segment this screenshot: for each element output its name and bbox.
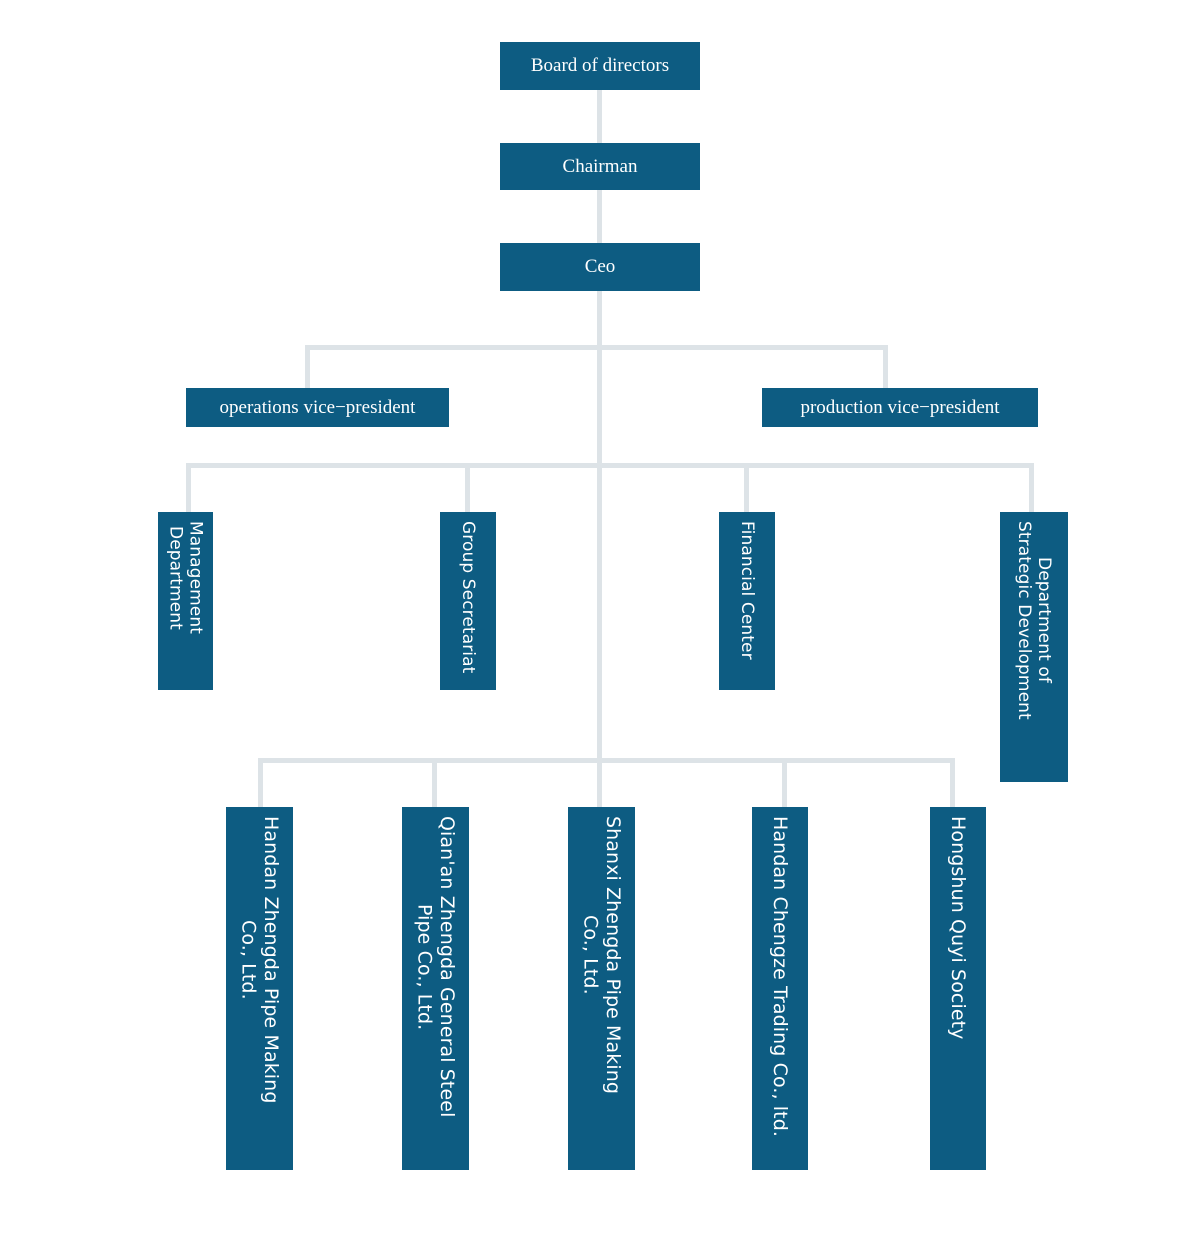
connector-drop-prod-vp (883, 345, 888, 388)
node-financial-center[interactable]: Financial Center (719, 512, 775, 690)
node-label: Qian'an Zhengda General Steel Pipe Co., … (413, 816, 458, 1118)
connector-ceo-trunk (597, 291, 602, 763)
node-label: Group Secretariat (458, 521, 479, 674)
node-operations-vice-president[interactable]: operations vice−president (186, 388, 449, 427)
node-handan-chengze-trading[interactable]: Handan Chengze Trading Co., ltd. (752, 807, 808, 1170)
node-department-of-strategic-development[interactable]: Department of Strategic Development (1000, 512, 1068, 782)
connector-drop-group-secretariat (465, 463, 470, 512)
node-qianan-zhengda-general-steel-pipe[interactable]: Qian'an Zhengda General Steel Pipe Co., … (402, 807, 469, 1170)
node-label: Ceo (584, 256, 616, 278)
node-label: Chairman (562, 155, 638, 177)
connector-drop-strategic-development (1029, 463, 1034, 512)
connector-board-to-chairman (597, 90, 602, 143)
node-label: Board of directors (530, 55, 670, 77)
node-label: Department of Strategic Development (1014, 521, 1055, 720)
connector-subsidiary-bus (258, 758, 955, 763)
node-hongshun-quyi-society[interactable]: Hongshun Quyi Society (930, 807, 986, 1170)
connector-vp-bus (305, 345, 888, 350)
connector-department-bus (186, 463, 1034, 468)
node-label: Handan Zhengda Pipe Making Co., Ltd. (237, 816, 282, 1104)
connector-drop-ops-vp (305, 345, 310, 388)
node-group-secretariat[interactable]: Group Secretariat (440, 512, 496, 690)
connector-drop-handan-zhengda (258, 758, 263, 807)
node-label: Management Department (165, 521, 206, 634)
node-label: operations vice−president (219, 396, 416, 418)
node-handan-zhengda-pipe-making[interactable]: Handan Zhengda Pipe Making Co., Ltd. (226, 807, 293, 1170)
node-label: Shanxi Zhengda Pipe Making Co., Ltd. (579, 816, 624, 1095)
node-shanxi-zhengda-pipe-making[interactable]: Shanxi Zhengda Pipe Making Co., Ltd. (568, 807, 635, 1170)
connector-drop-hongshun-quyi (950, 758, 955, 807)
connector-chairman-to-ceo (597, 190, 602, 243)
node-board-of-directors[interactable]: Board of directors (500, 42, 700, 90)
connector-drop-qianan-zhengda (432, 758, 437, 807)
connector-drop-financial-center (744, 463, 749, 512)
node-label: Hongshun Quyi Society (947, 816, 970, 1040)
connector-drop-management-department (186, 463, 191, 512)
node-ceo[interactable]: Ceo (500, 243, 700, 291)
node-chairman[interactable]: Chairman (500, 143, 700, 190)
connector-drop-shanxi-zhengda (597, 758, 602, 807)
node-label: Financial Center (737, 521, 758, 660)
node-label: production vice−president (800, 396, 1000, 418)
node-label: Handan Chengze Trading Co., ltd. (769, 816, 792, 1138)
node-production-vice-president[interactable]: production vice−president (762, 388, 1038, 427)
connector-drop-handan-chengze (782, 758, 787, 807)
node-management-department[interactable]: Management Department (158, 512, 213, 690)
